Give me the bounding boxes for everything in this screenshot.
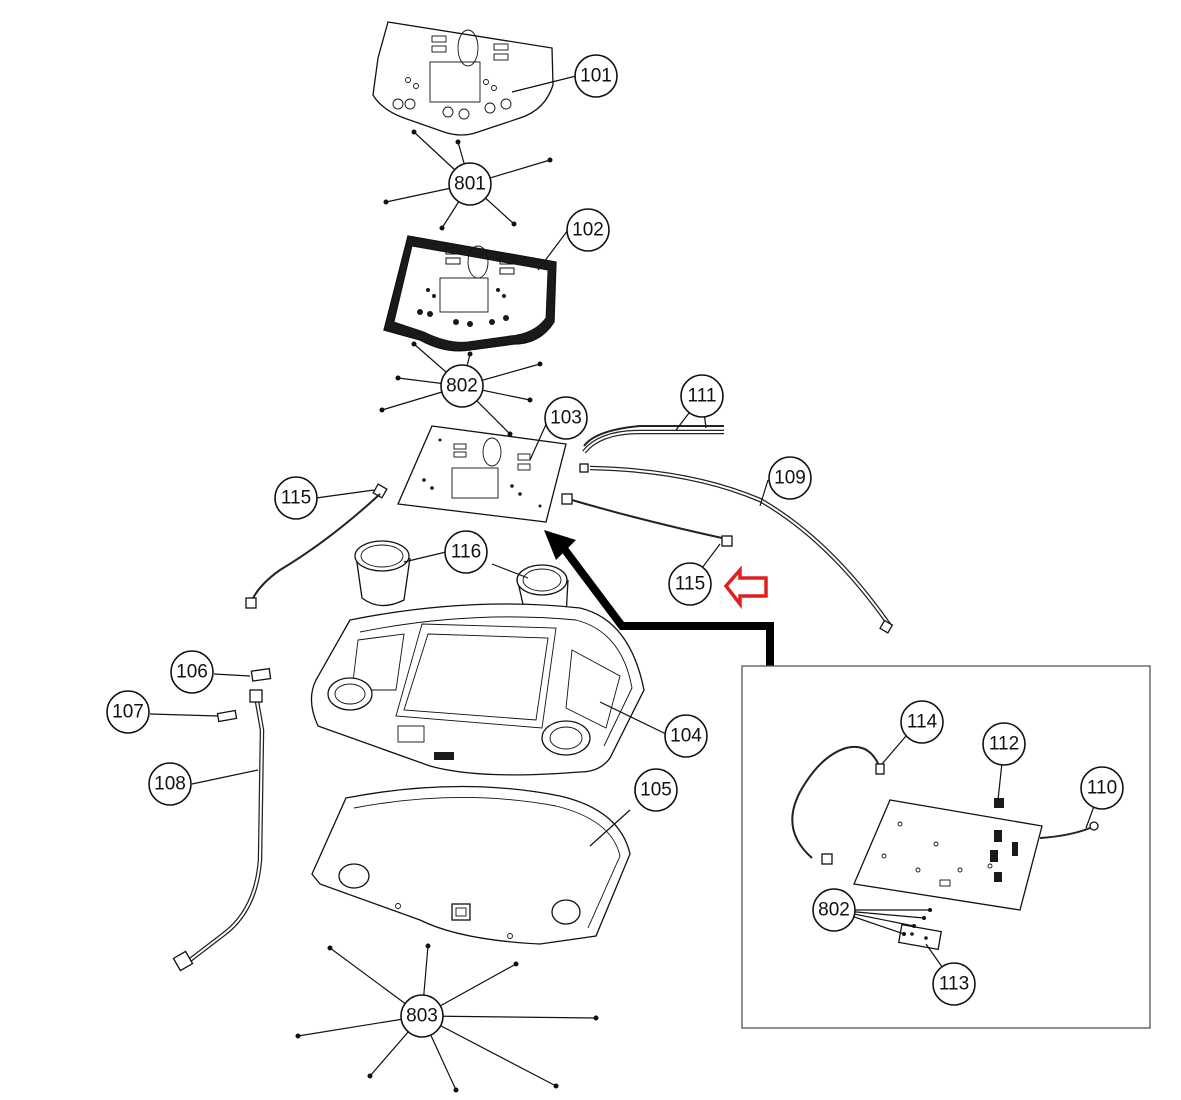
callout-111: 111 [680, 374, 724, 418]
part-102-console-panel [383, 235, 557, 352]
callout-803: 803 [400, 994, 444, 1038]
callout-113: 113 [932, 962, 976, 1006]
svg-text:116: 116 [451, 542, 481, 563]
callout-107: 107 [106, 690, 150, 734]
svg-text:113: 113 [939, 974, 969, 995]
pointer-arrow [544, 530, 774, 668]
callout-108: 108 [148, 762, 192, 806]
svg-text:104: 104 [670, 726, 702, 747]
svg-text:115: 115 [675, 574, 705, 595]
svg-text:803: 803 [406, 1006, 438, 1027]
highlight-arrow-icon [723, 565, 768, 610]
part-103-control-board [397, 425, 567, 523]
svg-text:115: 115 [281, 488, 311, 509]
callout-104: 104 [664, 714, 708, 758]
callout-801: 801 [448, 162, 492, 206]
callout-802: 802 [440, 364, 484, 408]
part-104-console-housing [310, 603, 667, 776]
svg-text:103: 103 [550, 408, 582, 429]
svg-text:112: 112 [989, 734, 1019, 755]
svg-text:802: 802 [818, 900, 850, 921]
svg-text:802: 802 [446, 376, 478, 397]
svg-text:105: 105 [640, 780, 672, 801]
svg-text:114: 114 [907, 712, 938, 733]
svg-text:107: 107 [112, 702, 144, 723]
callout-105: 105 [634, 768, 678, 812]
callout-106: 106 [170, 650, 214, 694]
callout-114: 114 [900, 700, 944, 744]
part-109-cable [579, 463, 894, 634]
screw-set-803 [295, 943, 599, 1093]
part-111-cable [582, 395, 724, 454]
callout-115-left: 115 [274, 476, 318, 520]
callout-110: 110 [1080, 766, 1124, 810]
svg-text:108: 108 [154, 774, 186, 795]
part-105-lower-housing [311, 785, 631, 945]
callout-leaders [511, 75, 769, 507]
svg-text:101: 101 [580, 66, 612, 87]
svg-text:102: 102 [572, 220, 604, 241]
callout-102: 102 [566, 208, 610, 252]
svg-text:801: 801 [454, 174, 486, 195]
part-101-console-overlay [372, 21, 554, 136]
part-106-107-108 [149, 667, 272, 972]
callout-802-inset: 802 [812, 888, 856, 932]
svg-text:109: 109 [774, 468, 806, 489]
callout-101: 101 [574, 54, 618, 98]
callout-103: 103 [544, 396, 588, 440]
callout-116: 116 [444, 530, 488, 574]
callout-115-right: 115 [668, 562, 712, 606]
callout-112: 112 [982, 722, 1026, 766]
svg-text:106: 106 [176, 662, 208, 683]
svg-text:110: 110 [1087, 778, 1117, 799]
svg-text:111: 111 [688, 386, 717, 407]
callout-109: 109 [768, 456, 812, 500]
part-115-cable-left [245, 483, 388, 609]
